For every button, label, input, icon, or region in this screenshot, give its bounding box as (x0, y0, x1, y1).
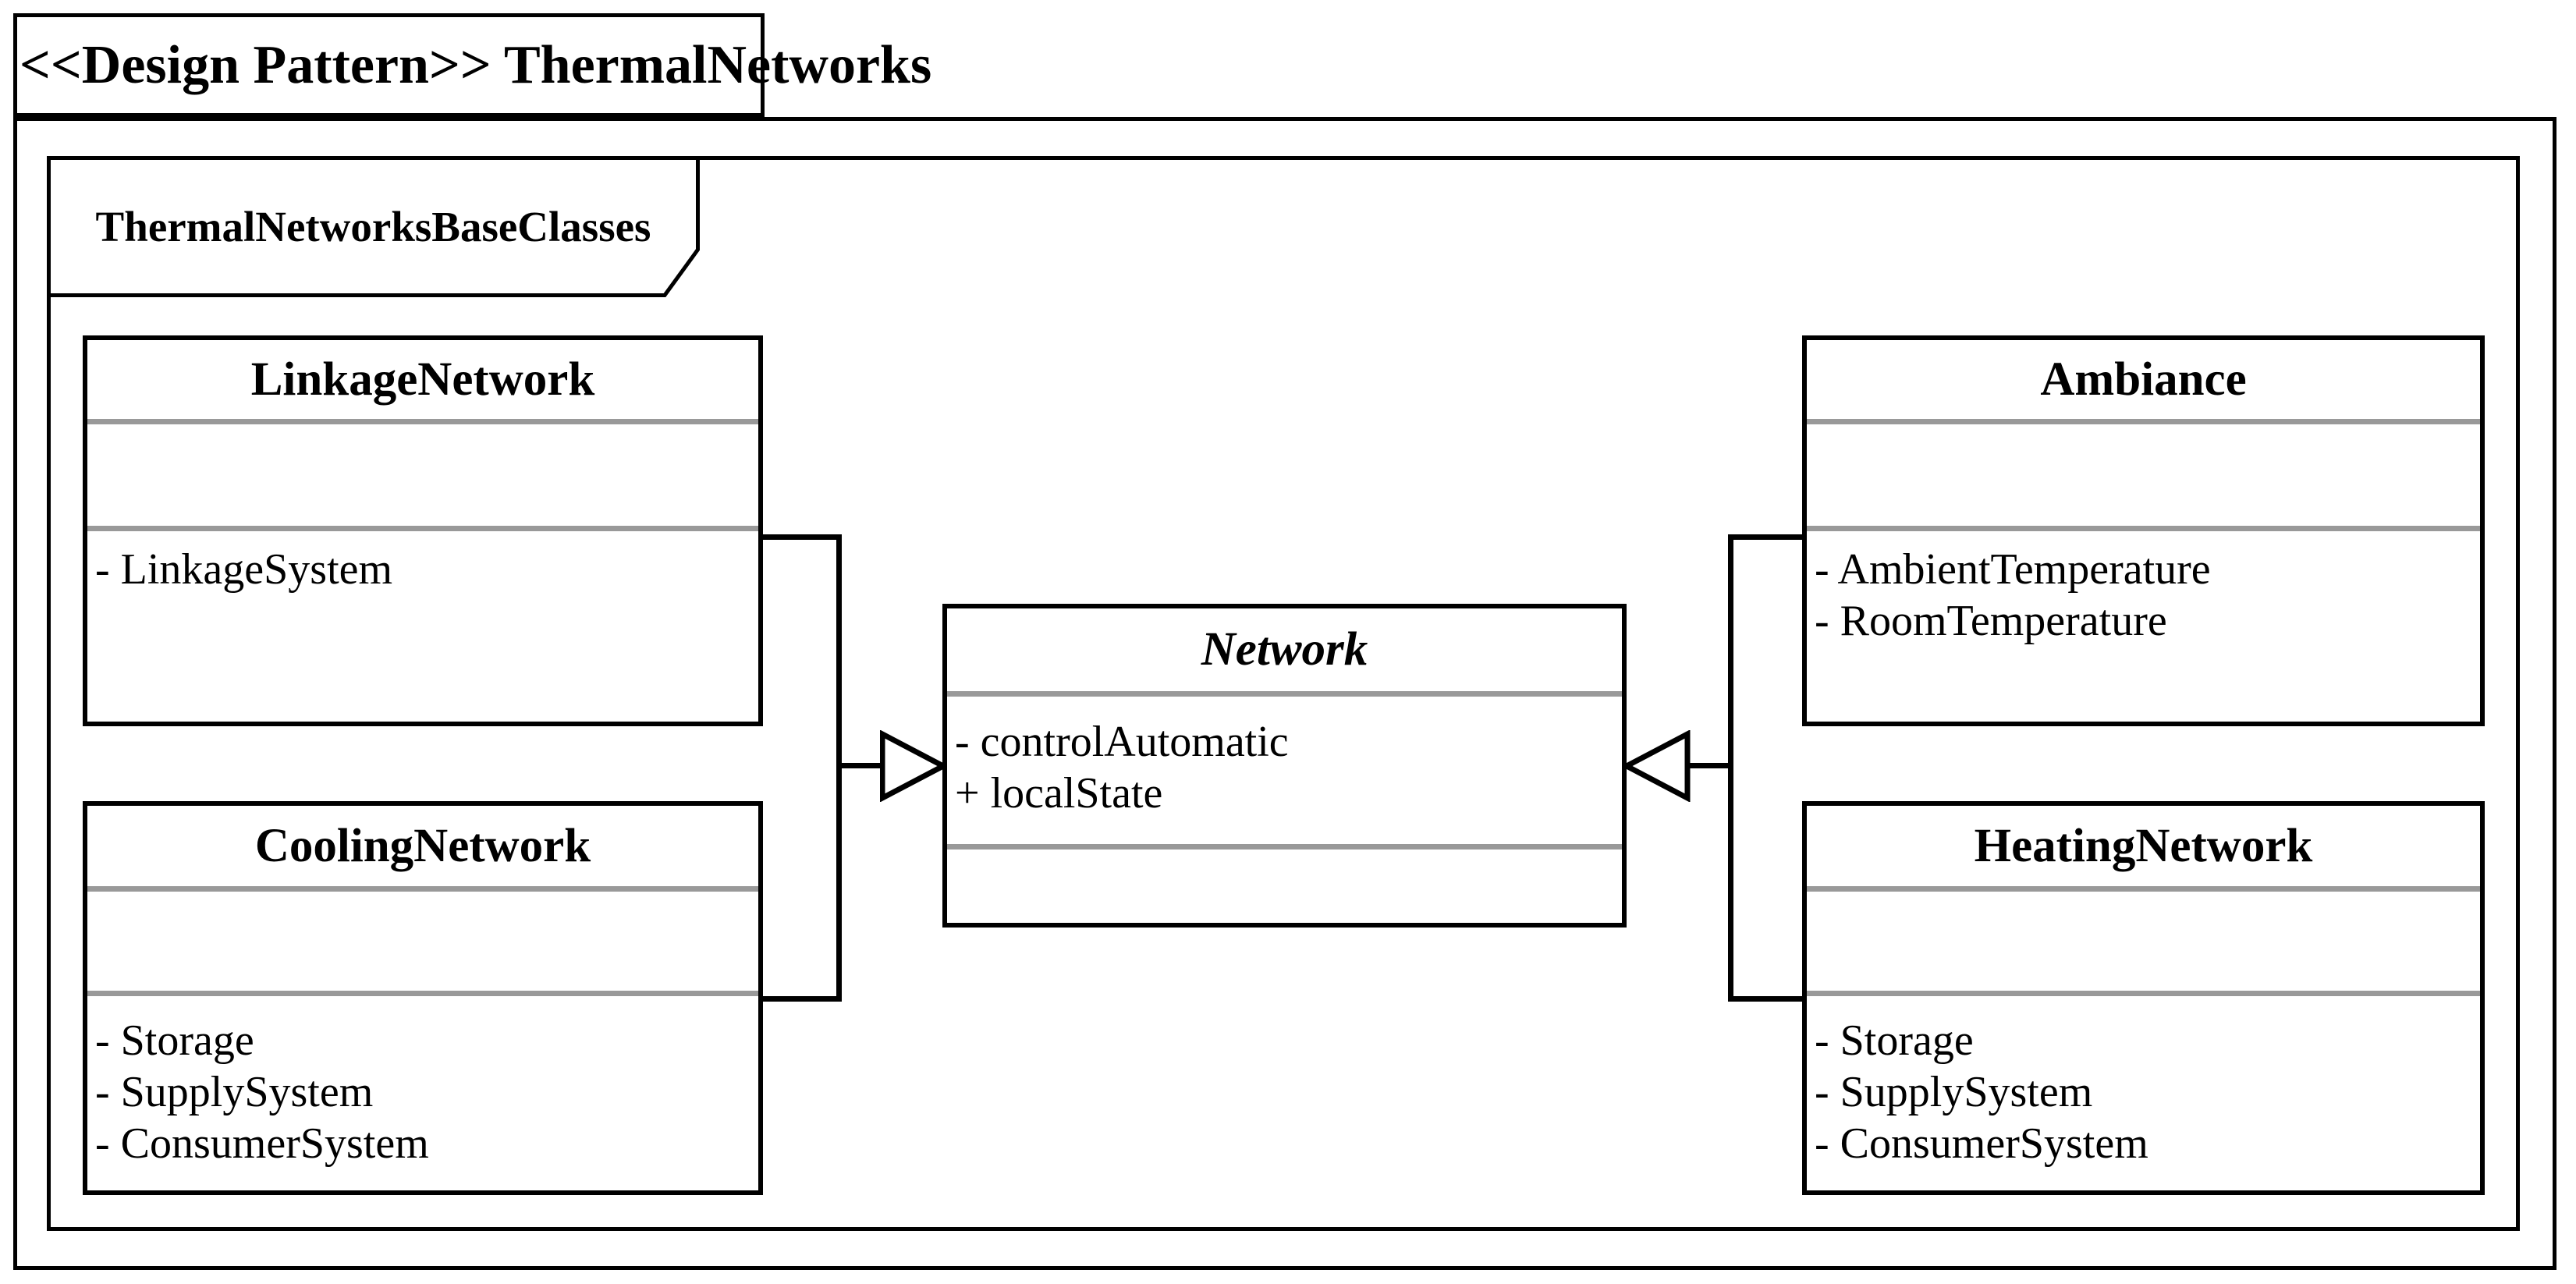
compartment-separator (87, 419, 758, 424)
attribute-compartment: - Storage - SupplySystem - ConsumerSyste… (87, 996, 758, 1185)
attribute-compartment: - AmbientTemperature - RoomTemperature (1807, 531, 2480, 734)
attribute: - ConsumerSystem (1815, 1119, 2148, 1168)
attribute: - LinkageSystem (95, 545, 393, 594)
generalization-arrowhead-left-icon (880, 730, 947, 802)
connector-heating-stub (1731, 996, 1802, 1002)
empty-compartment (87, 424, 758, 526)
attribute: - RoomTemperature (1815, 597, 2167, 645)
compartment-separator (1807, 419, 2480, 424)
compartment-separator (87, 991, 758, 996)
compartment-separator (947, 691, 1622, 697)
compartment-separator (87, 526, 758, 531)
compartment-separator (1807, 526, 2480, 531)
empty-compartment (1807, 892, 2480, 991)
attribute-compartment: - Storage - SupplySystem - ConsumerSyste… (1807, 996, 2480, 1185)
attribute: + localState (955, 769, 1163, 818)
class-title: CoolingNetwork (254, 819, 591, 872)
frame-title-tab: <<Design Pattern>> ThermalNetworks (13, 13, 931, 117)
compartment-separator (947, 844, 1622, 849)
compartment-separator (1807, 991, 2480, 996)
compartment-separator (1807, 886, 2480, 892)
frame-title: <<Design Pattern>> ThermalNetworks (20, 34, 932, 95)
class-title: Ambiance (2040, 353, 2247, 406)
class-title: HeatingNetwork (1974, 819, 2313, 872)
attribute-compartment: - LinkageSystem (87, 531, 758, 734)
connector-cooling-stub (763, 996, 842, 1002)
attribute-compartment: - controlAutomatic + localState (947, 697, 1622, 844)
class-title: Network (1201, 623, 1368, 676)
class-box-coolingnetwork: CoolingNetwork - Storage - SupplySystem … (83, 801, 763, 1195)
attribute: - SupplySystem (95, 1068, 374, 1116)
package-tab-shape (47, 156, 700, 297)
compartment-separator (87, 886, 758, 892)
empty-compartment (1807, 424, 2480, 526)
connector-linkage-stub (763, 534, 842, 540)
class-box-linkagenetwork: LinkageNetwork - LinkageSystem (83, 335, 763, 726)
connector-right-branch (1686, 763, 1733, 768)
connector-ambiance-stub (1731, 534, 1802, 540)
attribute: - ConsumerSystem (95, 1119, 429, 1168)
package-name-label: ThermalNetworksBaseClasses (47, 156, 700, 297)
empty-compartment (947, 849, 1622, 917)
class-title: LinkageNetwork (250, 353, 595, 406)
attribute: - controlAutomatic (955, 718, 1289, 766)
class-box-heatingnetwork: HeatingNetwork - Storage - SupplySystem … (1802, 801, 2485, 1195)
generalization-arrowhead-right-icon (1624, 730, 1691, 802)
class-box-network: Network - controlAutomatic + localState (942, 604, 1627, 928)
empty-compartment (87, 892, 758, 991)
connector-left-branch (836, 763, 882, 768)
class-box-ambiance: Ambiance - AmbientTemperature - RoomTemp… (1802, 335, 2485, 726)
attribute: - Storage (95, 1016, 254, 1065)
attribute: - SupplySystem (1815, 1068, 2093, 1116)
package-name: ThermalNetworksBaseClasses (95, 203, 651, 250)
attribute: - Storage (1815, 1016, 1974, 1065)
attribute: - AmbientTemperature (1815, 545, 2211, 594)
